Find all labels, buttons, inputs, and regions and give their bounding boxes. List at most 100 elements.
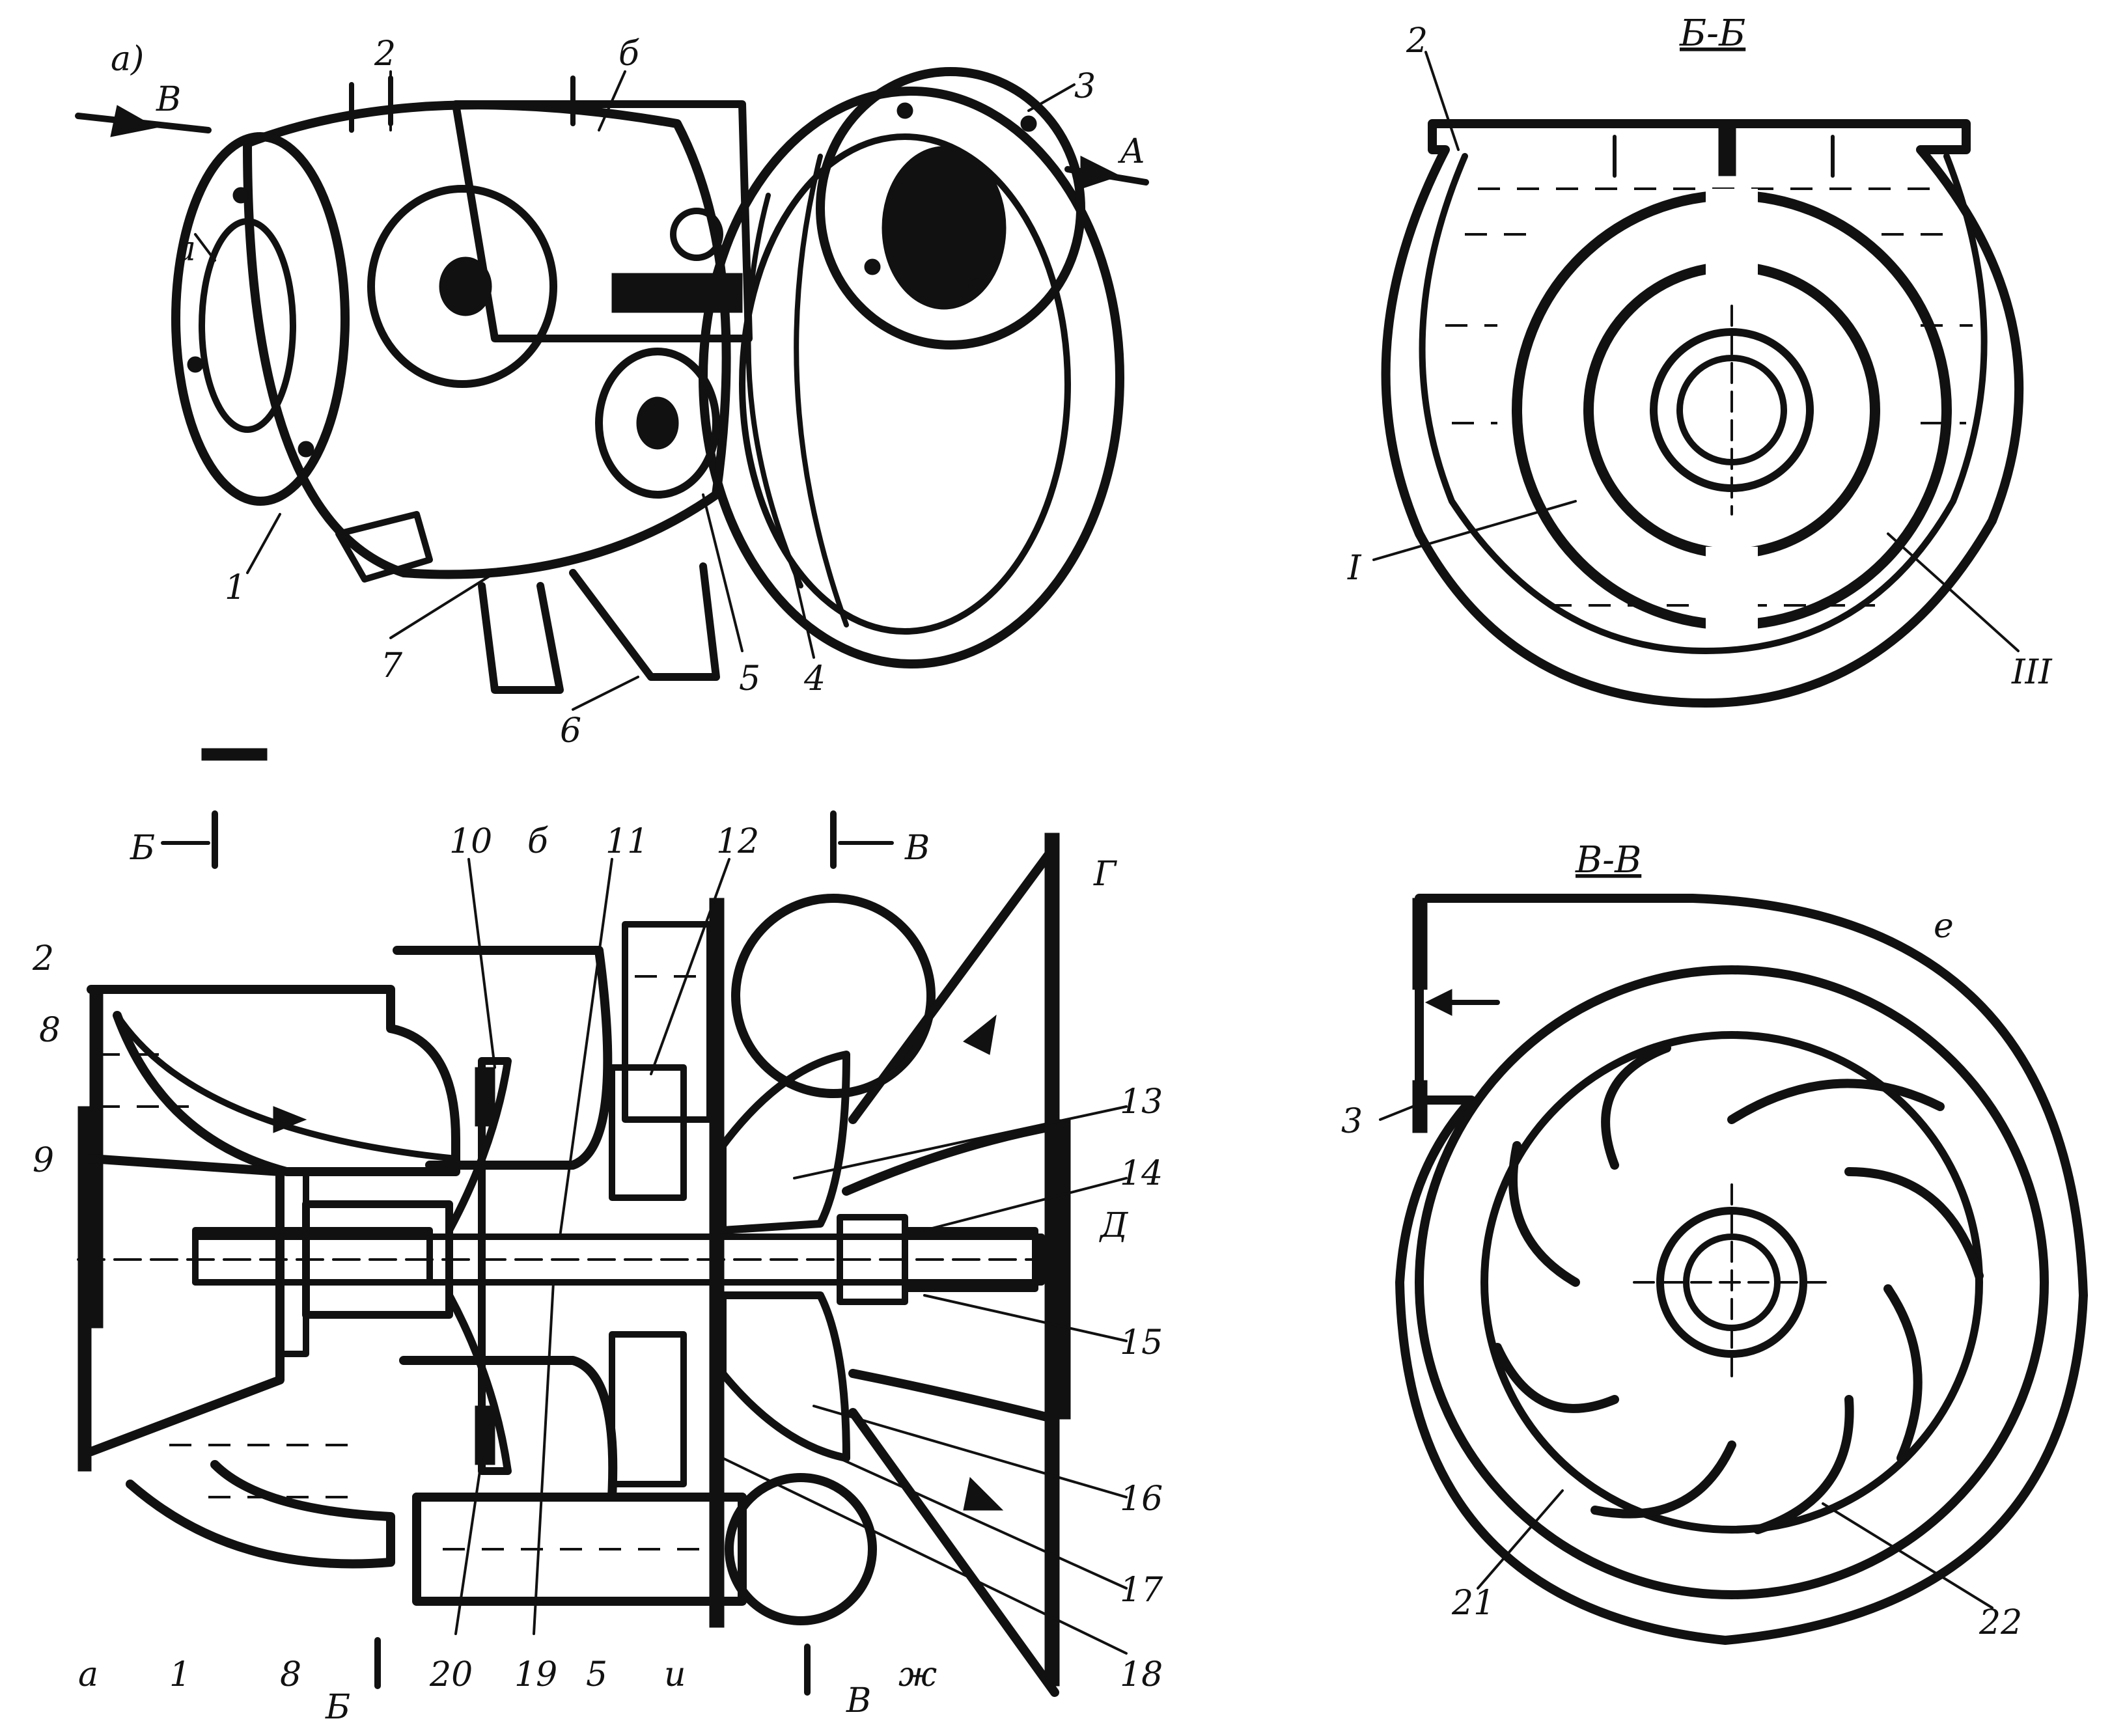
volute-rib-2 [794,154,849,627]
lower-boss [595,348,720,499]
long-label-11: 11 [605,822,648,861]
compressor-volute-inner [739,133,1071,635]
vv-impeller-blades [1493,1043,1984,1534]
long-label-i: и [664,1655,686,1694]
long-label-9: 9 [33,1141,54,1180]
turbine-volute-lower [126,1460,395,1569]
end-bolt-1 [232,187,249,204]
section-vv-view: В-В 3 е 21 22 [1341,839,2088,1645]
long-label-19: 19 [514,1655,557,1694]
bb-ring-gap-bottom [1706,547,1758,638]
compressor-back-plate [709,898,725,1628]
end-bolt-2 [298,441,314,458]
vv-outlet-arrowhead [1424,989,1452,1016]
support-foot-right [569,562,720,681]
air-intake-wall-inner [842,1122,1059,1196]
vv-outlet-flange-top [1412,898,1428,990]
long-leader-17 [780,1431,1128,1590]
flange-bolt-4 [864,258,881,275]
flow-arrow-lower [963,1476,1004,1511]
outlet-flange [816,67,1085,350]
perspective-label-2: 2 [374,34,396,74]
long-label-a: а [78,1655,98,1694]
long-cut-v-bottom: В [846,1681,871,1720]
turbine-volute-upper [87,985,460,1176]
flow-arrow-upper [963,1014,997,1055]
end-bolt-3 [187,356,204,373]
bb-label-roman1: I [1347,549,1362,588]
bb-leader-3 [1887,532,2020,652]
flow-arrow-turbine [273,1106,307,1133]
view-separator-mark [201,748,268,761]
leader-3 [1027,83,1076,112]
long-leader-12 [650,858,730,1075]
section-vv-title: В-В [1575,839,1641,881]
long-label-15: 15 [1120,1323,1163,1362]
perspective-label-1: 1 [225,568,246,607]
long-label-12: 12 [716,822,759,861]
gas-outlet-casing [393,946,613,1170]
vv-label-21: 21 [1451,1584,1495,1623]
long-leader-18 [721,1457,1128,1655]
intake-bore-flange [1054,1119,1071,1420]
vv-leader-21 [1477,1489,1564,1590]
perspective-label-4: 4 [803,659,826,698]
volute-rib-1 [745,193,803,588]
long-label-5: 5 [586,1655,607,1694]
turbine-flange-1 [77,1106,92,1472]
left-bearing-housing [277,1168,309,1357]
turbine-rotor-disk [445,1057,512,1475]
bb-center-rib [1718,123,1736,176]
perspective-view: а) В А [75,34,1149,761]
oil-drain-fitting [335,511,433,583]
bb-leader-1 [1372,500,1577,561]
long-cut-b-top: Б [130,829,155,868]
vv-outlet-flange-bottom [1412,1080,1428,1133]
vv-leader-3 [1379,1105,1414,1121]
vv-hub [1656,1207,1807,1358]
labyrinth-seal-upper [609,1064,687,1201]
bb-outer-casing [1381,119,2024,708]
leader-b [598,70,626,131]
long-label-1: 1 [169,1655,191,1694]
perspective-tag: а) [111,40,144,79]
bb-label-2: 2 [1406,21,1428,61]
air-intake-wall-lower-inner [848,1369,1059,1424]
long-label-20: 20 [429,1655,473,1694]
leader-4 [793,572,815,659]
vv-label-e: е [1934,907,1954,946]
gas-inlet-arrowhead [110,105,158,137]
side-boss [367,185,557,388]
flange-bolt-1 [896,102,913,119]
turbine-end-flange [171,132,350,506]
long-leader-19 [533,1281,555,1635]
long-label-13: 13 [1120,1082,1163,1122]
leader-a [194,233,216,262]
flange-bolt-3 [968,278,985,295]
side-boss-center [439,256,492,316]
compressor-wheel-upper [719,1051,850,1234]
section-bb-title: Б-Б [1679,12,1745,55]
support-foot-left [478,582,564,694]
upper-oil-cavity [622,921,713,1123]
leader-6 [572,676,639,711]
lower-boss-center [636,396,679,450]
casing-plug [670,208,723,261]
long-label-10: 10 [449,822,492,861]
turbine-volute-lip [114,1012,459,1162]
long-label-g: Г [1093,855,1117,894]
vv-impeller-outline [1480,1031,1983,1534]
casing-slot [611,273,743,313]
casing-block [452,100,753,342]
compressor-volute-lower [725,1473,877,1625]
long-cut-b-bottom: Б [325,1688,350,1727]
long-label-8-bottom: 8 [280,1655,301,1694]
long-leader-14 [923,1177,1128,1232]
perspective-label-3: 3 [1074,67,1096,106]
lower-casing [399,1356,618,1502]
air-inlet-arrowhead [1080,156,1121,189]
perspective-arrow-b: В [156,80,181,119]
long-label-18: 18 [1120,1655,1163,1694]
turbine-blade-top [475,1067,495,1127]
